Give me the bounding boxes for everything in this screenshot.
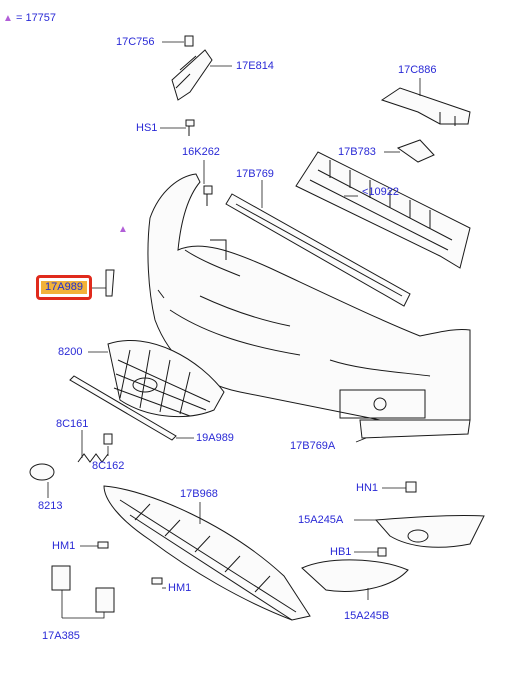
label-15A245A[interactable]: 15A245A <box>298 514 344 526</box>
grille-15A245B <box>301 559 409 592</box>
highlighted-label: 17A989 <box>41 281 87 294</box>
spring-8C161 <box>77 453 109 463</box>
bracket-17E814 <box>171 49 213 101</box>
leader-lines <box>47 41 421 619</box>
legend-text: = 17757 <box>15 12 57 24</box>
label-16K262[interactable]: 16K262 <box>182 146 220 158</box>
label-17B968[interactable]: 17B968 <box>180 488 218 500</box>
label-8213[interactable]: 8213 <box>38 500 63 512</box>
label-HM1-lower[interactable]: HM1 <box>168 582 192 594</box>
marker-triangle-icon: ▲ <box>118 224 128 235</box>
bracket-17B783 <box>396 139 435 163</box>
moulding-19A989 <box>69 375 177 441</box>
badge-8213 <box>29 463 55 481</box>
label-17A385[interactable]: 17A385 <box>42 630 80 642</box>
lower-grille <box>103 485 311 621</box>
legend: ▲ = 17757 <box>3 12 56 25</box>
label-HM1-upper[interactable]: HM1 <box>52 540 76 552</box>
label-17C756[interactable]: 17C756 <box>116 36 155 48</box>
label-HB1[interactable]: HB1 <box>330 546 352 558</box>
label-19A989[interactable]: 19A989 <box>196 432 234 444</box>
highlighted-callout[interactable]: 17A989 <box>36 275 92 300</box>
bracket-17C886 <box>380 87 471 126</box>
reinforcement-beam-10922 <box>295 151 471 269</box>
bolt-16K262 <box>203 185 213 206</box>
label-10922[interactable]: <10922 <box>362 186 400 198</box>
fastener-HN1 <box>405 481 417 493</box>
clip-17A989 <box>105 269 115 297</box>
radiator-grille-8200 <box>107 339 225 417</box>
label-17E814[interactable]: 17E814 <box>236 60 274 72</box>
bracket-17A385-left <box>51 565 71 591</box>
bracket-17A385-right <box>95 587 115 613</box>
label-17B783[interactable]: 17B783 <box>338 146 376 158</box>
label-17B769[interactable]: 17B769 <box>236 168 274 180</box>
bumper-cover <box>147 173 471 428</box>
screw-HS1 <box>185 119 195 136</box>
legend-triangle-icon: ▲ <box>3 13 13 24</box>
label-8200[interactable]: 8200 <box>58 346 83 358</box>
label-8C161[interactable]: 8C161 <box>56 418 89 430</box>
screw-HM1-lower <box>151 577 163 585</box>
lower-trim-17B769A <box>359 419 471 439</box>
screw-HM1-upper <box>97 541 109 549</box>
label-HN1[interactable]: HN1 <box>356 482 379 494</box>
clip-17C756 <box>184 35 194 47</box>
fastener-HB1 <box>377 547 387 557</box>
label-17B769A[interactable]: 17B769A <box>290 440 336 452</box>
absorber-17B769 <box>225 193 411 307</box>
label-17C886[interactable]: 17C886 <box>398 64 437 76</box>
fog-lamp-bezel-15A245A <box>374 514 485 548</box>
clip-8C162 <box>103 433 113 445</box>
label-8C162[interactable]: 8C162 <box>92 460 125 472</box>
label-HS1[interactable]: HS1 <box>136 122 158 134</box>
label-15A245B[interactable]: 15A245B <box>344 610 390 622</box>
